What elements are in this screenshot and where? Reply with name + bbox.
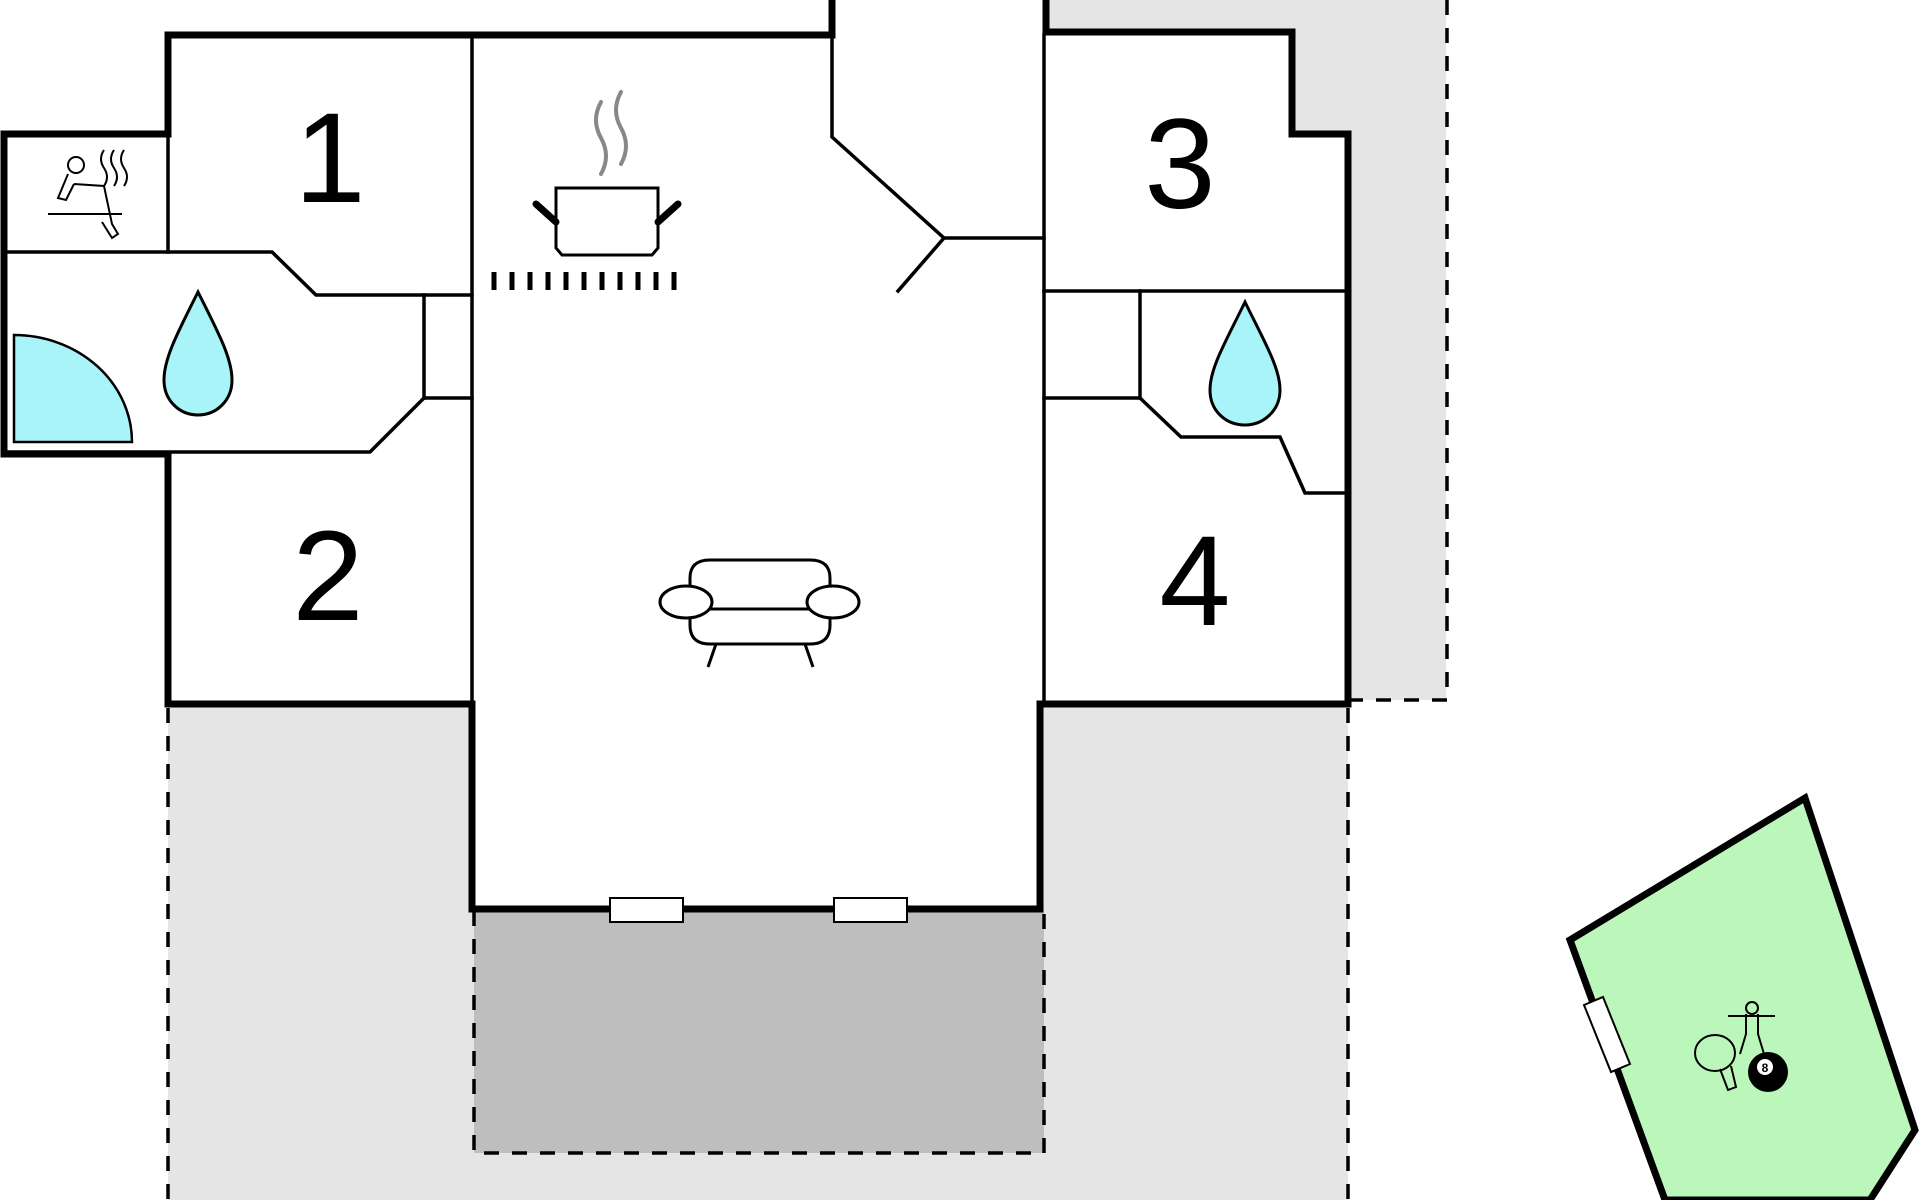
- sauna-icon: [48, 149, 128, 240]
- water-drop-icon: [1208, 298, 1282, 427]
- foosball-icon: [1728, 1001, 1775, 1055]
- exterior-walls: [0, 0, 1352, 913]
- billiard-ball-number: 8: [1762, 1061, 1769, 1075]
- water-drop-icon: [162, 288, 234, 417]
- interior-walls: [2, 33, 1350, 706]
- shower-icon: [12, 333, 134, 444]
- kitchen-counter: [491, 272, 677, 290]
- cooking-pot-icon: [532, 90, 682, 257]
- room-number-4: 4: [1159, 510, 1230, 653]
- billiard-ball-icon: 8: [1748, 1052, 1788, 1092]
- annex-building: [1565, 792, 1919, 1200]
- patio-windows: [609, 897, 908, 923]
- room-number-2: 2: [292, 505, 363, 648]
- covered-terrace: [474, 911, 1044, 1153]
- room-number-1: 1: [294, 87, 365, 230]
- room-number-3: 3: [1144, 93, 1215, 236]
- terrace-outline: [166, 0, 1449, 1200]
- table-tennis-icon: [1694, 1034, 1738, 1092]
- sofa-icon: [658, 558, 861, 668]
